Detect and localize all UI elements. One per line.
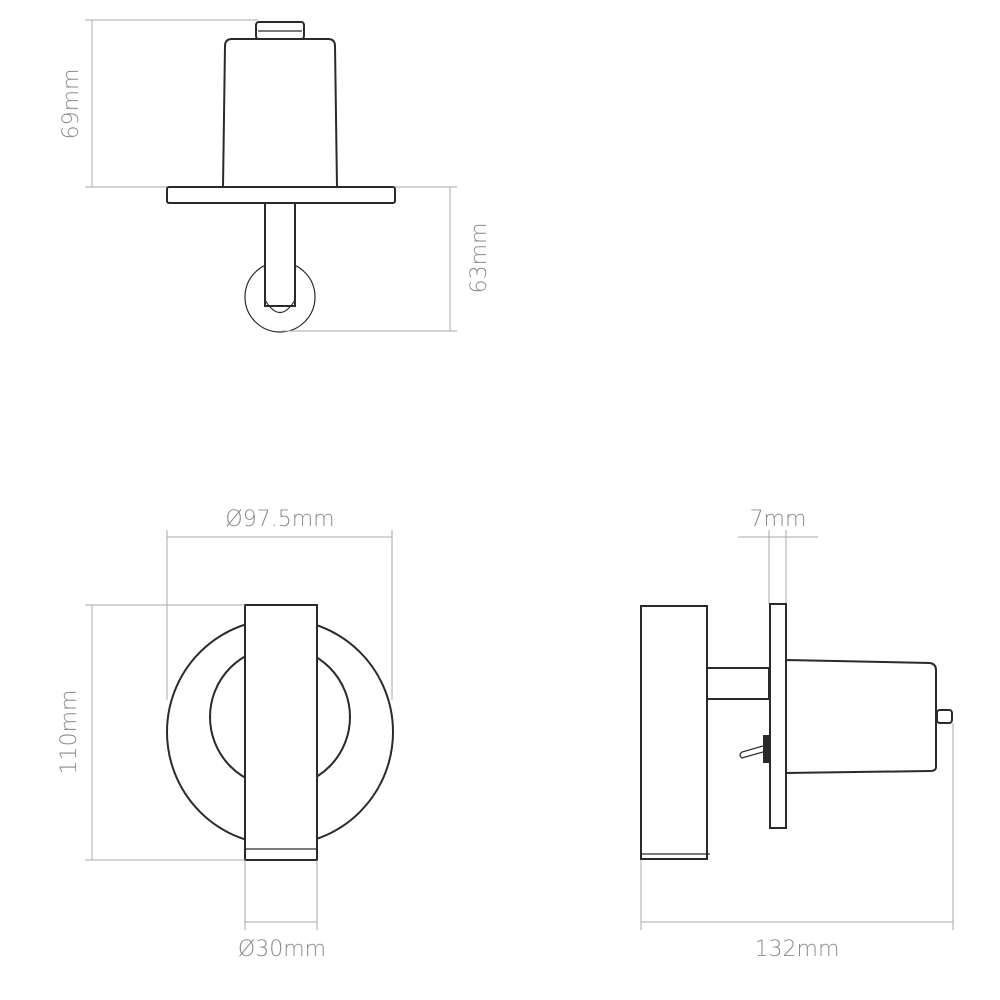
label-63mm: 63mm	[467, 223, 492, 294]
back-plate-side	[769, 603, 787, 829]
connector-side	[936, 709, 953, 724]
dimension-97-5mm: Ø97.5mm	[166, 507, 393, 700]
back-plate	[166, 186, 396, 204]
label-110mm: 110mm	[57, 690, 82, 775]
arm	[264, 202, 296, 307]
front-view: Ø97.5mm 110mm Ø30mm	[57, 507, 394, 962]
switch-toggle	[739, 745, 764, 759]
label-132mm: 132mm	[755, 937, 840, 962]
label-30mm: Ø30mm	[238, 937, 326, 962]
dimension-132mm: 132mm	[640, 723, 954, 962]
head	[244, 604, 318, 861]
dimension-63mm: 63mm	[282, 186, 492, 332]
side-view: 7mm 132mm	[640, 507, 954, 962]
label-7mm: 7mm	[750, 507, 807, 532]
label-69mm: 69mm	[59, 69, 84, 140]
arm-side	[706, 667, 770, 700]
top-view: 69mm 63mm	[59, 19, 492, 333]
dimension-7mm: 7mm	[738, 507, 818, 604]
dimension-110mm: 110mm	[57, 604, 245, 861]
driver-housing	[221, 38, 339, 188]
switch-base	[763, 735, 769, 763]
head-side	[640, 605, 708, 860]
dimension-30mm: Ø30mm	[238, 860, 326, 962]
driver-housing-side	[785, 658, 937, 775]
dimension-69mm: 69mm	[59, 19, 258, 188]
label-97-5mm: Ø97.5mm	[225, 507, 334, 532]
